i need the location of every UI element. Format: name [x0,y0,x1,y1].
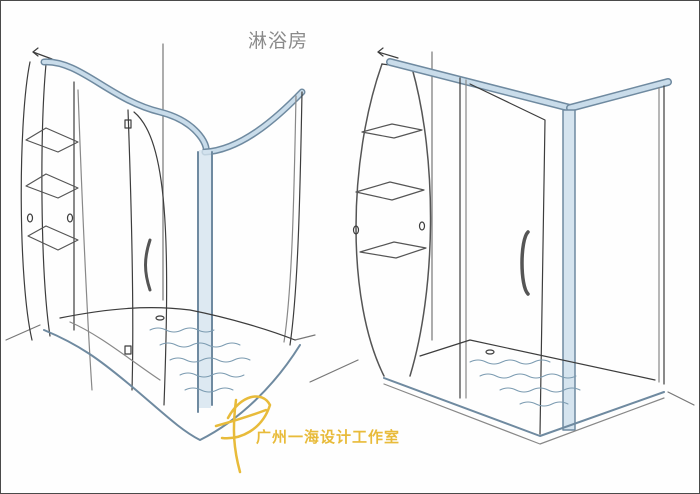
door-curve-edge [133,111,168,406]
shower-tray-front [43,329,301,441]
floor-line-left-right [309,359,359,383]
floor-line-far-right [667,391,695,406]
door-hinge-line [127,109,134,391]
valve-icons [26,213,74,223]
floor-line-left [5,324,41,341]
corner-post-right [562,109,576,431]
tray-wave-pattern [149,327,251,393]
sliding-door-edge [469,83,546,435]
corner-post [197,151,213,413]
shower-tray-back [59,307,296,341]
valve-icons-right [352,221,426,235]
tray-wave-pattern-right [469,359,581,407]
top-right-rail [201,88,306,156]
shower-tray-front-right [383,377,665,437]
drain-icon [155,315,165,321]
corner-shelves-right [355,123,427,259]
top-curved-rail [40,58,210,156]
top-right-rail-highlight [203,90,304,154]
top-curved-rail-highlight [42,59,209,154]
door-handle [144,238,152,292]
right-glass-edge [289,91,303,346]
shelf-column-inner [41,63,51,337]
arrow-left-icon [32,47,53,60]
top-rail-side-highlight [567,79,671,111]
shower-tray-back-right [419,339,656,381]
watermark-logo-icon [214,395,272,474]
front-glass-left [77,89,93,391]
shelf-column-left-edge [355,63,385,377]
door-hinges [124,119,132,355]
curved-shower-enclosure [5,43,316,441]
page-title: 淋浴房 [248,30,309,52]
drain-icon-right [485,349,495,355]
tray-inner-edge [69,321,161,381]
arrow-left-icon-right [377,47,399,59]
shower-tray-base-right [383,383,665,445]
watermark-text: 广州一海设计工作室 [256,428,401,446]
floor-line-right [294,334,316,341]
top-rail-front-highlight [387,59,573,111]
shelf-column-right-edge [409,67,432,377]
right-glass-inner-edge [283,95,297,343]
rectangular-shower-enclosure [309,47,695,445]
corner-shelves [25,127,79,251]
shelf-column-outer [20,61,33,341]
door-handle-right [520,230,530,296]
